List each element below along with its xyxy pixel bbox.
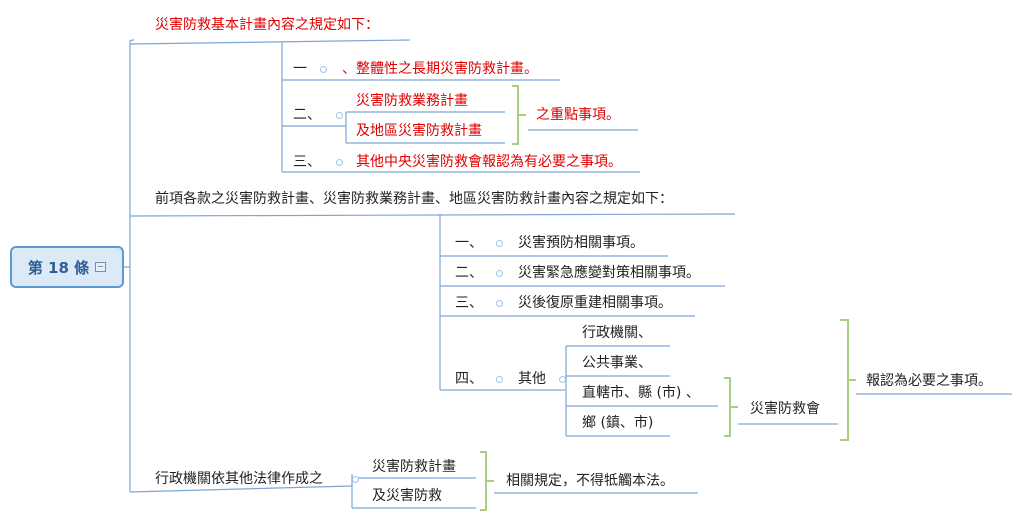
branch1-item2-line1[interactable]: 災害防救業務計畫 xyxy=(356,93,468,109)
branch1-heading[interactable]: 災害防救基本計畫內容之規定如下： xyxy=(155,17,379,33)
entity-item[interactable]: 行政機關、 xyxy=(582,325,652,341)
node-dot-icon xyxy=(496,300,503,307)
branch2-item1-num[interactable]: 一、 xyxy=(455,235,483,251)
node-dot-icon xyxy=(496,376,503,383)
collapse-icon[interactable] xyxy=(95,262,107,272)
node-dot-icon xyxy=(496,270,503,277)
entity-item[interactable]: 公共事業、 xyxy=(582,355,652,371)
branch1-item2-suffix[interactable]: 之重點事項。 xyxy=(536,107,620,123)
branch2-item4-text[interactable]: 其他 xyxy=(518,371,546,387)
node-dot-icon xyxy=(336,112,343,119)
node-dot-icon xyxy=(336,159,343,166)
node-dot-icon xyxy=(352,476,359,483)
branch3-line1[interactable]: 災害防救計畫 xyxy=(372,459,456,475)
branch1-item2-line2[interactable]: 及地區災害防救計畫 xyxy=(356,123,482,139)
branch2-item2-text[interactable]: 災害緊急應變對策相關事項。 xyxy=(518,265,700,281)
branch1-item2-num[interactable]: 二、 xyxy=(293,107,321,123)
branch2-item4-num[interactable]: 四、 xyxy=(455,371,483,387)
branch1-item3-num[interactable]: 三、 xyxy=(293,154,321,170)
branch2-item2-num[interactable]: 二、 xyxy=(455,265,483,281)
branch2-item3-num[interactable]: 三、 xyxy=(455,295,483,311)
root-node[interactable]: 第 18 條 xyxy=(10,246,124,288)
branch2-item1-text[interactable]: 災害預防相關事項。 xyxy=(518,235,644,251)
branch2-item3-text[interactable]: 災後復原重建相關事項。 xyxy=(518,295,672,311)
branch1-item1-text[interactable]: 、整體性之長期災害防救計畫。 xyxy=(342,61,538,77)
council-result[interactable]: 報認為必要之事項。 xyxy=(866,373,992,389)
entity-item[interactable]: 直轄市、縣 (市) 、 xyxy=(582,385,700,401)
branch3-suffix[interactable]: 相關規定，不得牴觸本法。 xyxy=(506,473,674,489)
branch3-line2[interactable]: 及災害防救 xyxy=(372,488,442,504)
council-label[interactable]: 災害防救會 xyxy=(750,401,820,417)
node-dot-icon xyxy=(496,240,503,247)
root-label: 第 18 條 xyxy=(27,258,90,277)
node-dot-icon xyxy=(559,376,566,383)
branch3-heading[interactable]: 行政機關依其他法律作成之 xyxy=(155,471,323,487)
entity-item[interactable]: 鄉 (鎮、市) xyxy=(582,415,654,431)
branch1-item1-num[interactable]: 一 xyxy=(293,61,307,77)
branch1-item3-text[interactable]: 其他中央災害防救會報認為有必要之事項。 xyxy=(356,154,622,170)
node-dot-icon xyxy=(320,66,327,73)
branch2-heading[interactable]: 前項各款之災害防救計畫、災害防救業務計畫、地區災害防救計畫內容之規定如下： xyxy=(155,191,673,207)
